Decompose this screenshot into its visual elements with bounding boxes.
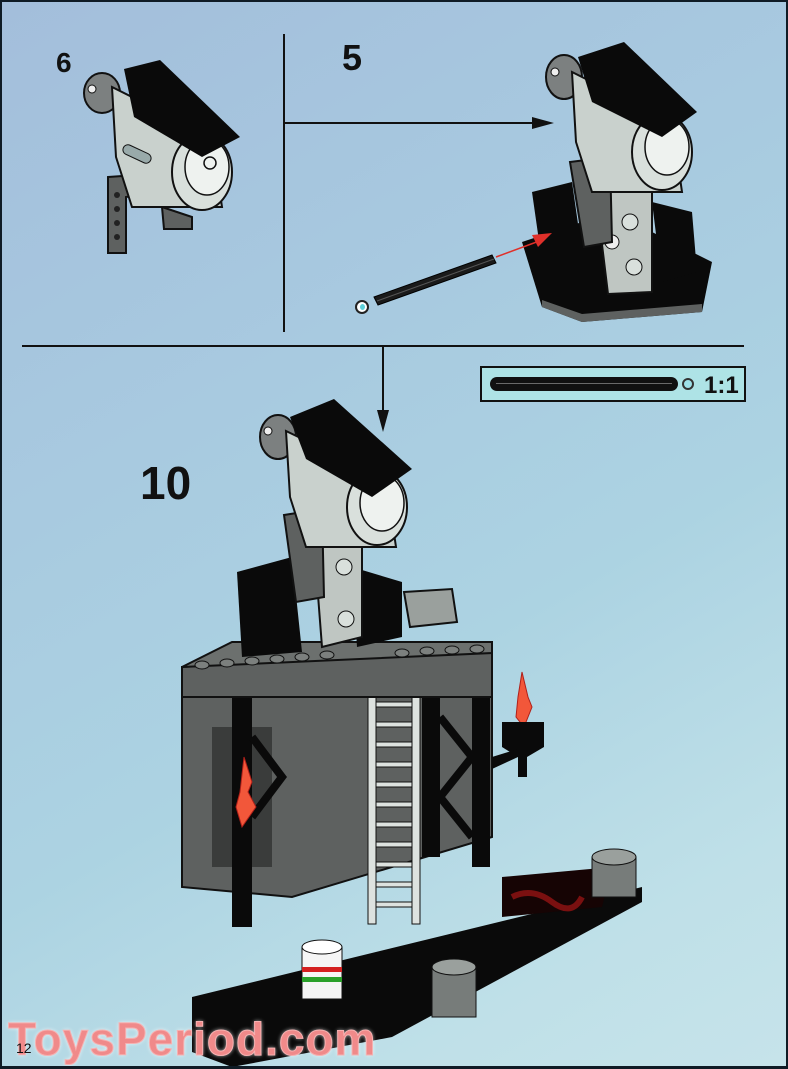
axle-part xyxy=(373,233,552,306)
assembly-arrow-down-head xyxy=(377,410,389,432)
step-10-model xyxy=(181,399,642,1066)
step-number-6: 6 xyxy=(56,47,72,78)
watermark: ToysPeriod.com xyxy=(7,1013,377,1066)
quantity-marker-icon xyxy=(355,300,369,314)
divider-vertical-top xyxy=(283,34,285,332)
flame-right xyxy=(515,671,533,728)
scale-label: 1:1 xyxy=(704,372,739,399)
quantity-marker-icon xyxy=(682,378,694,390)
assembly-arrow-line xyxy=(284,122,534,124)
axle-scale-icon xyxy=(490,377,678,391)
assembly-arrow-head xyxy=(532,117,554,129)
page-number: 12 xyxy=(16,1040,32,1056)
step-number-10: 10 xyxy=(140,457,192,509)
step-number-5: 5 xyxy=(342,37,363,78)
step-6-model xyxy=(83,60,240,254)
step-5-model xyxy=(522,42,712,322)
round-brick xyxy=(591,848,637,898)
part-scale-callout: 1:1 xyxy=(480,366,746,402)
ladder xyxy=(367,688,421,925)
assembly-arrow-down-line xyxy=(382,346,384,412)
flame-left xyxy=(235,756,257,829)
